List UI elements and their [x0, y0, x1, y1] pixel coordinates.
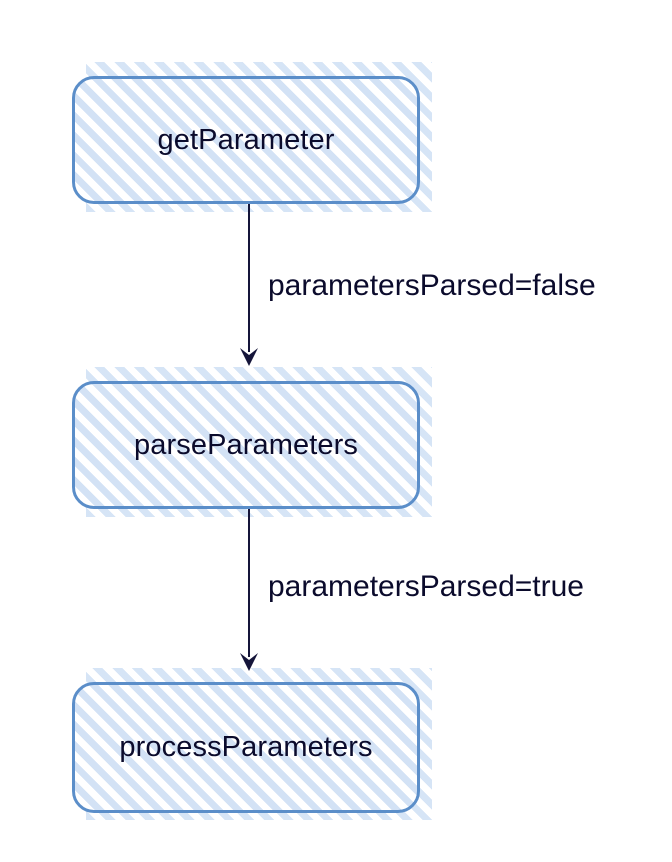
node-label-process-parameters: processParameters: [119, 731, 373, 763]
edge-label-parameters-parsed-false: parametersParsed=false: [268, 269, 596, 302]
edge-line-get-to-parse: [248, 204, 250, 352]
node-label-get-parameter: getParameter: [157, 123, 335, 156]
edge-line-parse-to-process: [248, 509, 250, 657]
arrowhead-icon-edge-parse-to-process: [240, 653, 258, 671]
edge-label-parameters-parsed-true: parametersParsed=true: [268, 570, 584, 603]
node-label-parse-parameters: parseParameters: [134, 428, 358, 461]
arrowhead-icon-edge-get-to-parse: [240, 348, 258, 366]
node-parse-parameters[interactable]: parseParameters: [72, 381, 420, 509]
node-process-parameters[interactable]: processParameters: [72, 682, 420, 813]
node-get-parameter[interactable]: getParameter: [72, 76, 420, 204]
